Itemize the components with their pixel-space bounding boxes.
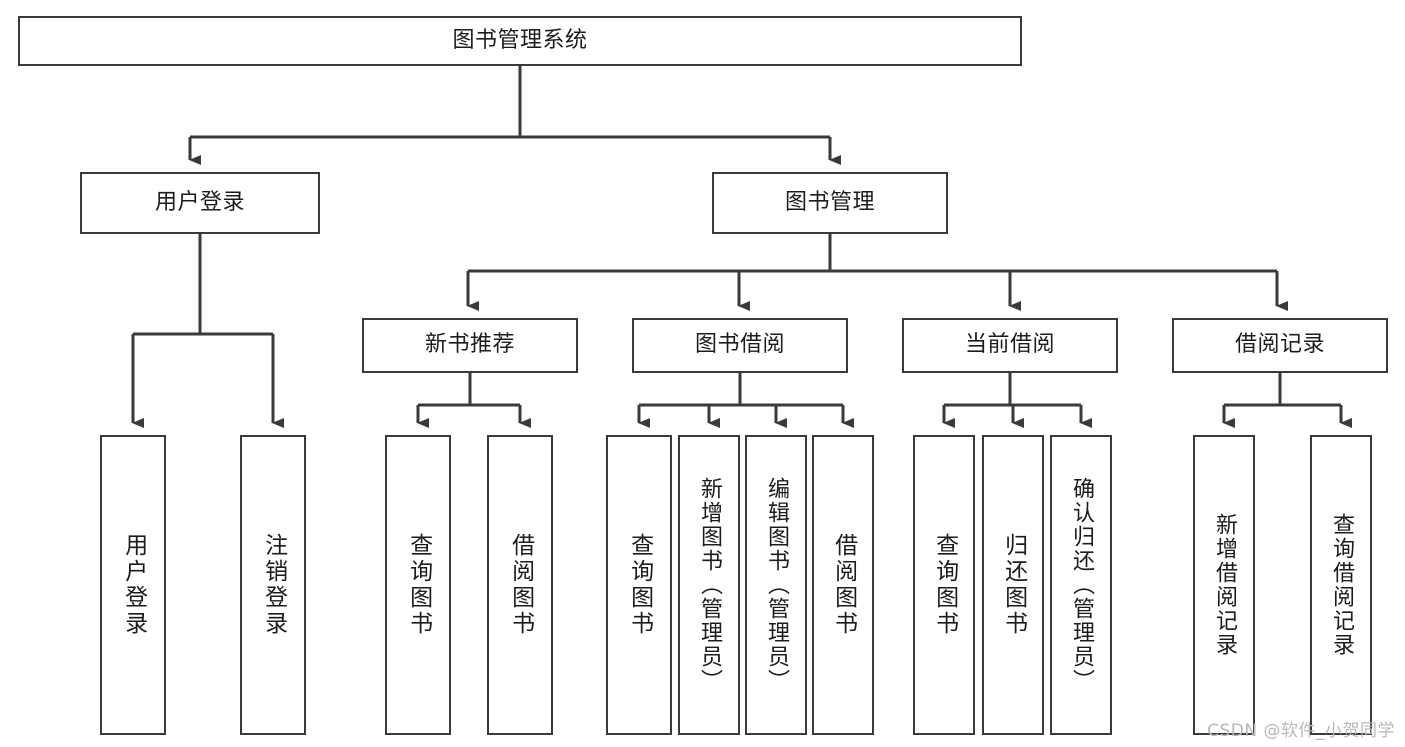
node-label: 查询图书	[405, 533, 432, 637]
node-borrow-records[interactable]: 借阅记录	[1172, 318, 1388, 373]
watermark-text: CSDN @软件_小贺同学	[1207, 721, 1395, 741]
node-label: 查询图书	[626, 533, 653, 637]
node-label: 图书管理	[784, 189, 875, 215]
node-label: 查询借阅记录	[1328, 513, 1354, 657]
node-label: 当前借阅	[964, 332, 1055, 358]
node-label: 新书推荐	[424, 332, 515, 358]
node-label: 注销登录	[260, 533, 287, 637]
node-label: 用户登录	[120, 533, 147, 637]
node-book-management[interactable]: 图书管理	[712, 172, 948, 234]
node-label: 新增借阅记录	[1211, 513, 1237, 657]
node-root-system[interactable]: 图书管理系统	[18, 16, 1022, 66]
leaf-add-borrow-record[interactable]: 新增借阅记录	[1193, 435, 1255, 735]
node-book-borrow[interactable]: 图书借阅	[632, 318, 848, 373]
node-label: 借阅记录	[1234, 332, 1325, 358]
node-label: 借阅图书	[830, 533, 857, 637]
node-new-book-recommend[interactable]: 新书推荐	[362, 318, 578, 373]
leaf-return-book[interactable]: 归还图书	[982, 435, 1044, 735]
node-label: 借阅图书	[507, 533, 534, 637]
node-label: 用户登录	[154, 189, 245, 215]
leaf-query-borrow-record[interactable]: 查询借阅记录	[1310, 435, 1372, 735]
leaf-logout[interactable]: 注销登录	[240, 435, 306, 735]
node-label: 图书借阅	[694, 332, 785, 358]
node-user-login[interactable]: 用户登录	[80, 172, 320, 234]
node-current-borrow[interactable]: 当前借阅	[902, 318, 1118, 373]
node-label: 归还图书	[1000, 533, 1027, 637]
leaf-add-book-admin[interactable]: 新增图书（管理员）	[678, 435, 740, 735]
leaf-edit-book-admin[interactable]: 编辑图书（管理员）	[745, 435, 807, 735]
leaf-borrow-book-recommend[interactable]: 借阅图书	[487, 435, 553, 735]
node-label: 编辑图书（管理员）	[763, 477, 789, 693]
leaf-query-book-current[interactable]: 查询图书	[913, 435, 975, 735]
leaf-user-login[interactable]: 用户登录	[100, 435, 166, 735]
node-label: 新增图书（管理员）	[696, 477, 722, 693]
leaf-borrow-book[interactable]: 借阅图书	[812, 435, 874, 735]
leaf-query-book-borrow[interactable]: 查询图书	[606, 435, 672, 735]
node-label: 确认归还（管理员）	[1068, 477, 1094, 693]
node-label: 查询图书	[931, 533, 958, 637]
leaf-query-book-recommend[interactable]: 查询图书	[385, 435, 451, 735]
leaf-confirm-return-admin[interactable]: 确认归还（管理员）	[1050, 435, 1112, 735]
node-label: 图书管理系统	[452, 27, 588, 53]
